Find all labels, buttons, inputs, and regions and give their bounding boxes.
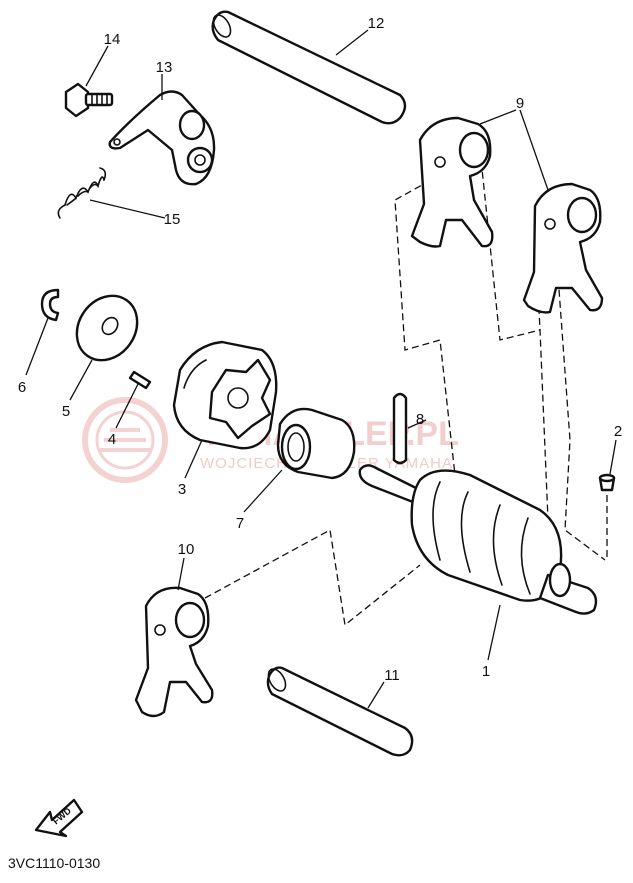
callout-8: 8 [416,411,424,428]
part-8-dowel-pin [392,392,408,465]
callouts: 12 14 13 15 9 6 5 4 3 7 8 2 10 1 11 [18,15,622,684]
part-7-bearing [276,407,356,480]
part-12-shift-fork-guide-bar [211,10,407,125]
callout-9: 9 [516,95,524,112]
callout-12: 12 [368,15,385,32]
callout-7: 7 [236,515,244,532]
part-3-shift-cam-segment [172,340,278,450]
part-10-shift-fork [134,586,214,718]
diagram-code: 3VC1110-0130 [8,855,100,871]
callout-4: 4 [108,431,116,448]
callout-5: 5 [62,403,70,420]
callout-6: 6 [18,379,26,396]
watermark-logo-icon [82,397,168,483]
part-9-shift-fork-lower [522,182,604,314]
part-1-shift-cam [358,464,598,615]
part-5-washer [75,294,139,362]
callout-14: 14 [104,31,121,48]
callout-10: 10 [178,541,195,558]
part-9-shift-fork-upper [410,116,494,248]
part-4-pin [128,370,152,390]
callout-11: 11 [384,667,400,684]
part-13-stopper-lever [108,90,216,186]
part-11-shift-fork-guide-bar [266,666,414,757]
part-14-bolt [64,82,114,118]
callout-1: 1 [482,663,490,680]
part-15-spring [57,167,107,219]
callout-2: 2 [614,423,622,440]
callout-13: 13 [156,59,173,76]
part-2-pin [598,473,616,492]
fwd-arrow-icon: FWD [34,798,84,838]
leader-lines [25,29,617,709]
callout-15: 15 [164,211,181,228]
callout-3: 3 [178,481,186,498]
part-6-circlip [40,288,60,322]
